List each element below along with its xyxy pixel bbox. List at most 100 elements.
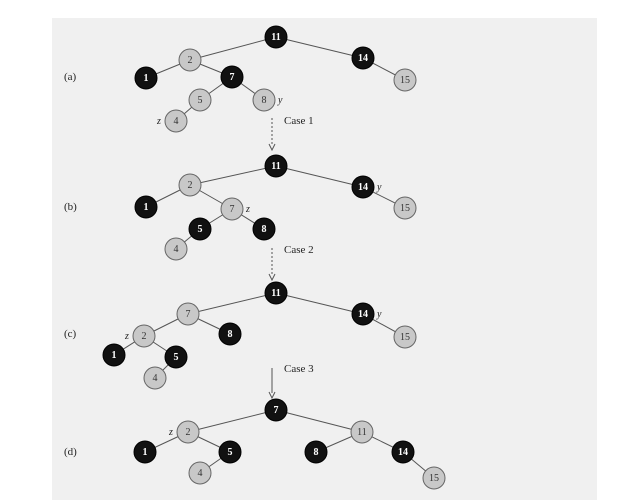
case-arrow-head	[268, 391, 276, 400]
node-key: 14	[358, 309, 368, 320]
node-key: 7	[230, 204, 235, 215]
node-circle	[422, 466, 446, 490]
panel-label: (d)	[64, 446, 77, 458]
tree-node-black: 14	[351, 175, 375, 199]
tree-node-gray: 5	[188, 88, 212, 112]
node-key: 11	[271, 161, 280, 172]
node-key: 7	[186, 309, 191, 320]
node-circle	[304, 440, 328, 464]
node-key: 2	[186, 427, 191, 438]
node-circle	[102, 343, 126, 367]
tree-node-gray: 8	[252, 88, 276, 112]
node-circle	[188, 217, 212, 241]
node-key: 4	[174, 116, 179, 127]
node-key: 15	[400, 332, 410, 343]
node-key: 8	[314, 447, 319, 458]
tree-node-gray: 2	[178, 173, 202, 197]
tree-node-black: 1	[133, 440, 157, 464]
tree-node-gray: 4	[188, 461, 212, 485]
node-key: 5	[228, 447, 233, 458]
node-key: 7	[230, 72, 235, 83]
tree-node-black: 8	[218, 322, 242, 346]
panel-label: (c)	[64, 328, 77, 340]
tree-node-gray: 7	[220, 197, 244, 221]
node-key: 15	[429, 473, 439, 484]
node-key: 11	[357, 427, 367, 438]
node-circle	[350, 420, 374, 444]
node-key: 2	[188, 55, 193, 66]
case-label: Case 1	[284, 115, 314, 127]
tree-node-black: 11	[264, 154, 288, 178]
tree-node-gray: 15	[393, 68, 417, 92]
tree-edge	[275, 165, 364, 188]
tree-edge	[187, 292, 277, 315]
node-circle	[264, 154, 288, 178]
tree-node-black: 14	[391, 440, 415, 464]
node-circle	[351, 302, 375, 326]
tree-node-gray: 2	[176, 420, 200, 444]
node-pointer-label: y	[376, 309, 382, 320]
node-key: 2	[142, 331, 147, 342]
node-key: 1	[144, 202, 149, 213]
node-circle	[143, 366, 167, 390]
node-circle	[393, 68, 417, 92]
node-key: 4	[198, 468, 203, 479]
tree-node-gray: 4	[164, 109, 188, 133]
node-circle	[264, 281, 288, 305]
node-key: 11	[271, 32, 280, 43]
tree-node-gray: 2	[178, 48, 202, 72]
tree-node-gray: 15	[393, 196, 417, 220]
tree-node-black: 5	[218, 440, 242, 464]
tree-edge	[189, 36, 277, 61]
node-circle	[351, 46, 375, 70]
node-circle	[164, 109, 188, 133]
node-key: 8	[228, 329, 233, 340]
node-circle	[176, 302, 200, 326]
case-label: Case 3	[284, 363, 314, 375]
node-key: 15	[400, 75, 410, 86]
node-key: 7	[274, 405, 279, 416]
node-circle	[252, 217, 276, 241]
tree-edge	[275, 409, 363, 433]
node-key: 1	[144, 73, 149, 84]
node-key: 4	[153, 373, 158, 384]
node-circle	[132, 324, 156, 348]
node-pointer-label: y	[277, 95, 283, 106]
node-key: 11	[271, 288, 280, 299]
node-circle	[218, 440, 242, 464]
node-circle	[178, 173, 202, 197]
node-pointer-label: z	[156, 116, 161, 127]
case-label: Case 2	[284, 244, 314, 256]
tree-edge	[275, 292, 364, 315]
node-key: 2	[188, 180, 193, 191]
tree-node-gray: 2	[132, 324, 156, 348]
node-circle	[351, 175, 375, 199]
tree-node-black: 1	[102, 343, 126, 367]
panel-label: (a)	[64, 71, 77, 83]
node-circle	[133, 440, 157, 464]
node-key: 5	[198, 95, 203, 106]
tree-edge	[189, 165, 277, 186]
node-key: 14	[358, 53, 368, 64]
panel-label: (b)	[64, 201, 77, 213]
node-circle	[178, 48, 202, 72]
tree-node-gray: 15	[422, 466, 446, 490]
node-key: 5	[198, 224, 203, 235]
tree-node-black: 7	[264, 398, 288, 422]
node-circle	[188, 461, 212, 485]
node-key: 14	[398, 447, 408, 458]
node-circle	[164, 345, 188, 369]
node-pointer-label: z	[245, 204, 250, 215]
tree-node-black: 7	[220, 65, 244, 89]
node-circle	[218, 322, 242, 346]
tree-node-black: 11	[264, 281, 288, 305]
tree-node-black: 14	[351, 46, 375, 70]
node-circle	[134, 195, 158, 219]
tree-node-black: 14	[351, 302, 375, 326]
node-key: 15	[400, 203, 410, 214]
node-key: 8	[262, 95, 267, 106]
node-pointer-label: z	[124, 331, 129, 342]
node-key: 14	[358, 182, 368, 193]
case-arrows-layer	[268, 118, 276, 400]
